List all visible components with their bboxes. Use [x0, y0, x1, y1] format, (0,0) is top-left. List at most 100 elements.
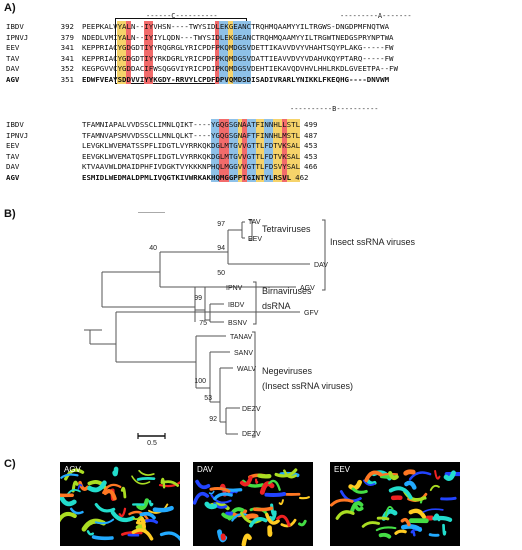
ribbon-segment: [145, 518, 159, 524]
clade-label: Tetraviruses: [262, 224, 311, 234]
ribbon-segment: [376, 516, 390, 521]
ribbon-segment: [94, 518, 115, 525]
ribbon-segment: [91, 535, 114, 541]
residue-highlight: [263, 119, 269, 182]
sequence-text: KEPPRIACYGDGDTIYYRQGRGLYRICPDFPKQMDGSVDE…: [82, 43, 394, 52]
protein-structure-panel: EEV: [330, 462, 460, 546]
sequence-name: DAV: [6, 162, 20, 171]
ribbon-segment: [400, 524, 423, 532]
ribbon-segment: [350, 500, 364, 513]
ribbon-segment: [120, 531, 143, 536]
bootstrap-value: 97: [217, 221, 225, 228]
sequence-start: 351: [60, 74, 74, 84]
ribbon-segment: [136, 516, 147, 529]
ribbon-segment: [429, 484, 440, 492]
ribbon-segment: [384, 505, 394, 517]
residue-highlight: [286, 119, 292, 182]
protein-structure-panel: DAV: [193, 462, 313, 546]
ribbon-segment: [335, 510, 355, 520]
taxon-label: TAV: [248, 219, 261, 226]
residue-highlight: [228, 119, 234, 182]
ribbon-segment: [152, 505, 174, 513]
ribbon-segment: [69, 507, 84, 515]
sequence-end: 453: [304, 151, 318, 161]
structure-label: DAV: [197, 465, 213, 474]
ribbon-segment: [283, 469, 297, 479]
residue-highlight: [215, 119, 221, 182]
ribbon-segment: [264, 491, 287, 497]
residue-highlight: [241, 21, 247, 84]
structure-label: AGV: [64, 465, 81, 474]
residue-highlight: [121, 21, 127, 84]
ribbon-segment: [94, 502, 116, 513]
ribbon-segment: [239, 511, 263, 524]
ribbon-structure: [60, 466, 180, 541]
taxon-label: IBDV: [228, 302, 245, 309]
ribbon-segment: [239, 475, 253, 487]
sequence-start: 392: [60, 22, 74, 31]
ribbon-segment: [253, 506, 274, 512]
alignment-block-1: ------C---------- ---------A------- IBDV…: [0, 0, 522, 110]
sequence-name: DAV: [6, 64, 20, 73]
ribbon-segment: [265, 512, 280, 525]
ribbon-segment: [195, 479, 211, 490]
taxon-label: DEZV: [242, 431, 261, 438]
ribbon-segment: [60, 511, 77, 523]
ribbon-segment: [257, 473, 272, 479]
clade-label: dsRNA: [262, 301, 291, 311]
ribbon-segment: [213, 492, 233, 501]
ribbon-segment: [60, 473, 79, 479]
clade-label: Insect ssRNA viruses: [330, 237, 416, 247]
sequence-end: 462: [295, 172, 309, 182]
ribbon-segment: [87, 480, 107, 493]
ribbon-segment: [159, 531, 180, 541]
ribbon-segment: [60, 493, 77, 507]
residue-highlight: [232, 21, 238, 84]
ribbon-segment: [268, 479, 281, 491]
bootstrap-value: 99: [194, 295, 202, 302]
residue-highlight: [290, 119, 296, 182]
ribbon-segment: [193, 491, 210, 505]
ribbon-segment: [422, 508, 444, 513]
ribbon-segment: [110, 510, 135, 523]
sequence-text: NDEDLVMIYALN--IYIYLQDN---TWYSIDLEKGEANCT…: [82, 32, 394, 42]
bootstrap-value: 75: [199, 320, 207, 327]
ribbon-segment: [160, 480, 180, 487]
ribbon-segment: [353, 503, 364, 512]
ribbon-segment: [362, 479, 376, 486]
sequence-end: 487: [304, 130, 318, 140]
residue-highlight: [277, 119, 283, 182]
sequence-name: TAV: [6, 53, 20, 63]
ribbon-structure: [193, 468, 310, 546]
ribbon-segment: [254, 478, 259, 484]
ribbon-segment: [132, 515, 142, 520]
residue-highlight: [246, 21, 252, 84]
ribbon-segment: [388, 471, 399, 481]
ribbon-segment: [432, 515, 453, 523]
ribbon-segment: [241, 533, 252, 546]
sequence-start: 352: [60, 64, 74, 73]
taxon-label: AGV: [300, 285, 315, 292]
bootstrap-value: 94: [217, 245, 225, 252]
sequence-end: 499: [304, 120, 318, 129]
ribbon-segment: [249, 516, 268, 528]
taxon-label: EEV: [248, 236, 262, 243]
residue-highlight: [250, 119, 256, 182]
ribbon-segment: [348, 479, 363, 491]
ribbon-segment: [298, 496, 310, 500]
residue-highlight: [219, 21, 225, 84]
taxon-label: WALV: [237, 366, 256, 373]
ribbon-segment: [404, 480, 417, 490]
taxon-label: GFV: [304, 310, 319, 317]
ribbon-segment: [120, 486, 127, 499]
motif-b-label: ----------B----------: [290, 105, 379, 113]
residue-highlight: [259, 119, 265, 182]
residue-highlight: [295, 119, 301, 182]
residue-highlight: [255, 119, 261, 182]
residue-highlight: [215, 21, 221, 84]
ribbon-segment: [136, 477, 156, 481]
ribbon-segment: [442, 523, 447, 536]
ribbon-segment: [276, 514, 291, 527]
taxon-label: TANAV: [230, 334, 253, 341]
